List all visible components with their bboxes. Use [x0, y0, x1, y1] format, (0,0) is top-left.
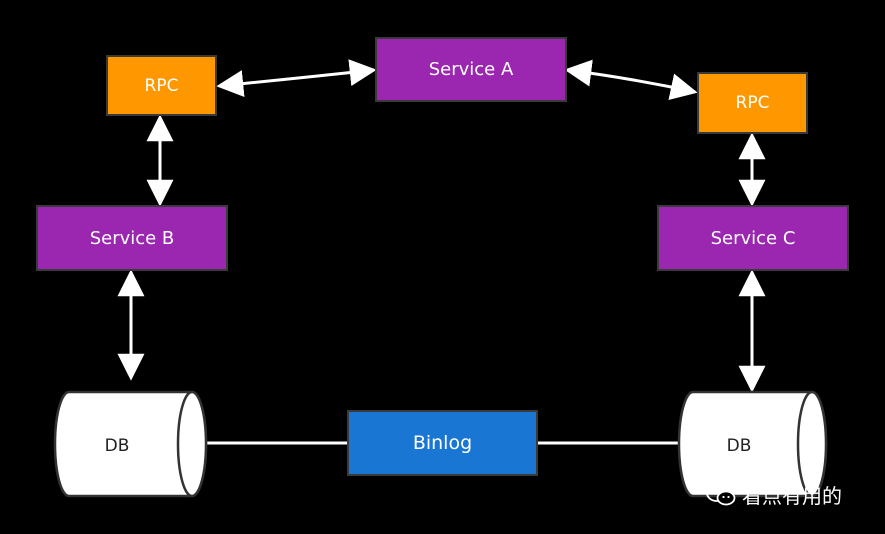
binlog-box: Binlog	[347, 410, 538, 476]
rpc-left-box: RPC	[106, 55, 217, 116]
db-left-cap	[176, 390, 208, 498]
service-a-box: Service A	[375, 37, 567, 102]
service-c-label: Service C	[710, 227, 796, 249]
service-a-label: Service A	[428, 59, 514, 80]
rpc-left-label: RPC	[144, 75, 179, 96]
db-left-label: DB	[105, 436, 130, 456]
wechat-icon	[706, 483, 736, 505]
rpc-right-box: RPC	[697, 72, 808, 134]
watermark-text: 看点有用的	[742, 484, 842, 508]
service-b-box: Service B	[36, 205, 228, 271]
connector-service-a-rpc-right	[564, 59, 698, 101]
db-left: DB	[53, 390, 208, 498]
service-b-label: Service B	[89, 227, 175, 249]
service-c-box: Service C	[657, 205, 849, 271]
rpc-right-label: RPC	[735, 93, 770, 113]
db-right-label: DB	[727, 436, 752, 456]
watermark: 看点有用的	[706, 480, 842, 509]
db-right-cap	[796, 390, 828, 498]
binlog-label: Binlog	[412, 432, 473, 454]
db-right: DB	[677, 390, 828, 498]
connector-rpc-left-service-a	[216, 59, 377, 98]
